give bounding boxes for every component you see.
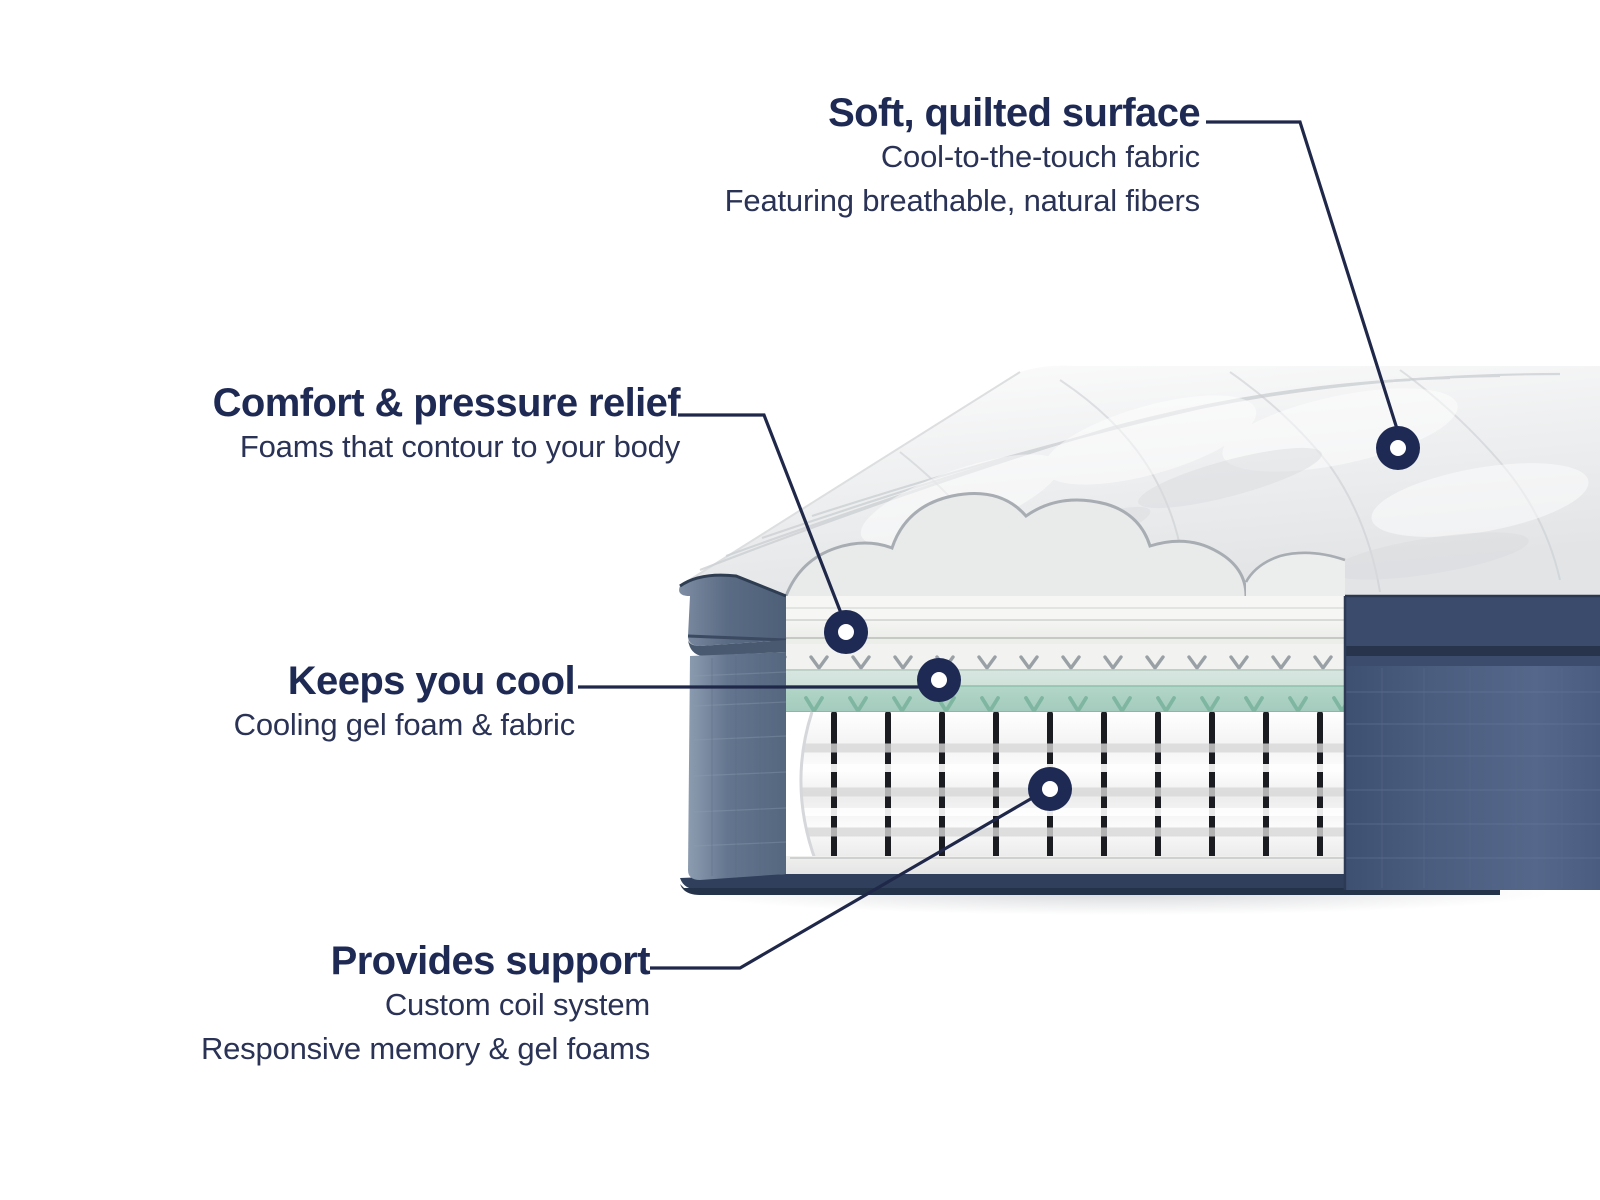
callout-comfort-pressure-relief: Comfort & pressure relief Foams that con… bbox=[40, 381, 681, 469]
provides-support-marker[interactable] bbox=[1028, 767, 1072, 811]
comfort-pressure-relief-marker[interactable] bbox=[824, 610, 868, 654]
callout-subline: Featuring breathable, natural fibers bbox=[724, 183, 1201, 219]
callout-title: Soft, quilted surface bbox=[828, 91, 1201, 135]
callout-soft-quilted-surface: Soft, quilted surface Cool-to-the-touch … bbox=[560, 91, 1201, 223]
callout-markers bbox=[824, 426, 1420, 811]
callout-subline: Custom coil system bbox=[384, 987, 650, 1023]
callout-subline: Foams that contour to your body bbox=[239, 429, 680, 465]
callout-provides-support: Provides support Custom coil system Resp… bbox=[60, 939, 651, 1071]
callout-subline: Responsive memory & gel foams bbox=[200, 1031, 650, 1067]
leader-line-comfort-pressure-relief bbox=[678, 413, 848, 627]
callout-title: Keeps you cool bbox=[287, 659, 576, 703]
callout-subline: Cool-to-the-touch fabric bbox=[880, 139, 1200, 175]
leader-line-soft-quilted-surface bbox=[1206, 120, 1400, 433]
callout-subline: Cooling gel foam & fabric bbox=[233, 707, 576, 743]
callout-keeps-you-cool: Keeps you cool Cooling gel foam & fabric bbox=[0, 659, 576, 747]
soft-quilted-surface-marker[interactable] bbox=[1376, 426, 1420, 470]
keeps-you-cool-marker[interactable] bbox=[917, 658, 961, 702]
leader-line-provides-support bbox=[650, 788, 1047, 970]
callout-title: Provides support bbox=[330, 939, 651, 983]
callout-title: Comfort & pressure relief bbox=[212, 381, 681, 425]
